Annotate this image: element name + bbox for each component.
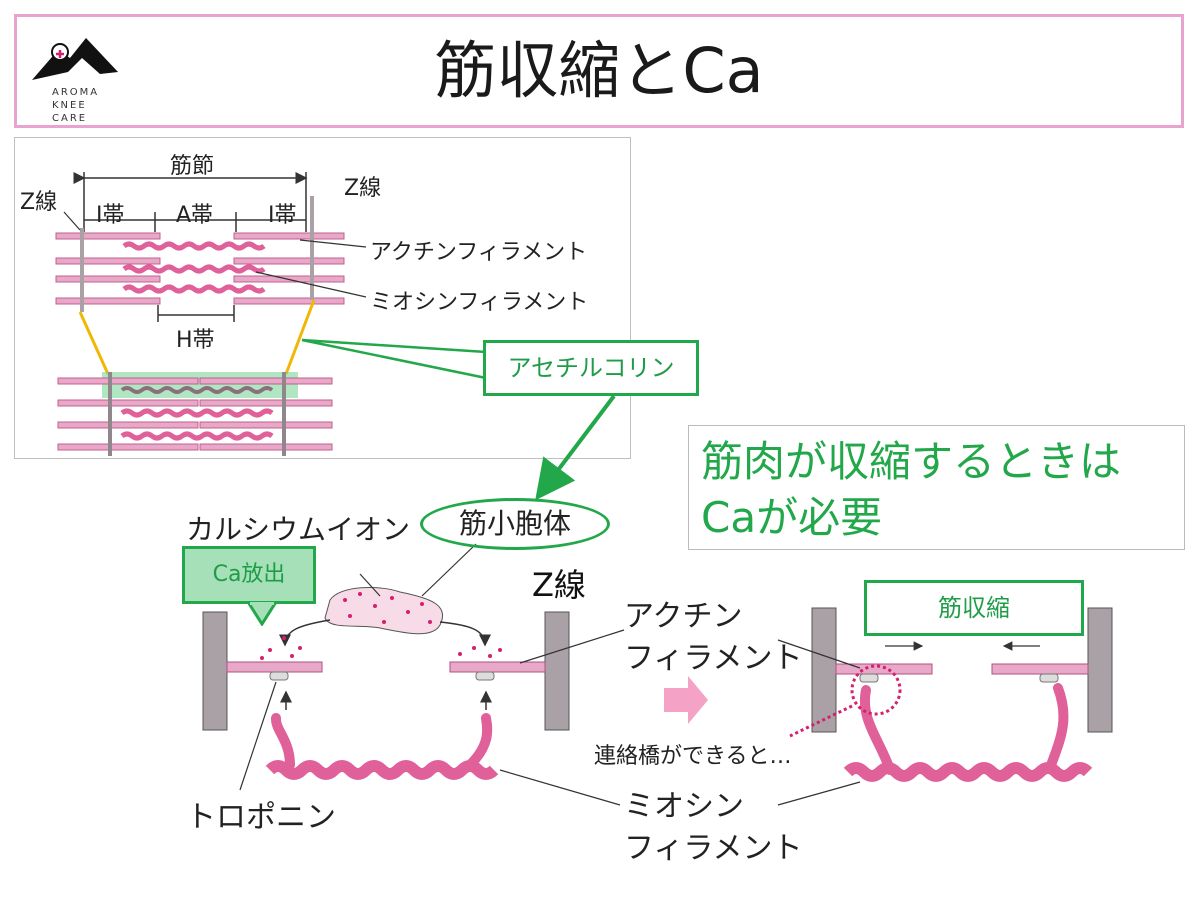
acetylcholine-box: アセチルコリン [483,340,699,396]
ca-release-pointer [248,602,278,626]
myosin-label: ミオシン フィラメント [624,786,803,870]
z-line-left-label: Z線 [20,190,58,215]
z-line-right-label: Z線 [344,176,382,201]
sarcomere-label: 筋節 [170,154,215,179]
actin-label: アクチン フィラメント [624,596,803,680]
relaxed-sarcomere [55,196,367,312]
logo-mountain-icon [32,38,118,80]
actin-line-2: フィラメント [624,641,803,676]
myosin-filament-label: ミオシンフィラメント [370,290,589,315]
troponin-label: トロポニン [186,800,336,835]
contraction-box: 筋収縮 [864,580,1084,636]
logo-line-2: KNEE [52,100,87,111]
cross-bridge-label: 連絡橋ができると… [594,744,792,769]
calcium-dots [260,592,502,660]
logo-line-3: CARE [52,113,88,124]
a-band-label: A帯 [176,203,214,228]
note-box: 筋肉が収縮するときは Caが必要 [688,425,1185,550]
sarcomere-dimension [73,172,308,322]
i-band-right-label: I帯 [268,203,297,228]
contraction-label: 筋収縮 [938,594,1010,622]
ca-release-box: Ca放出 [182,546,316,604]
h-band-label: H帯 [176,328,215,353]
arrow-right-icon [664,676,708,724]
note-line-1: 筋肉が収縮するときは [701,437,1122,486]
actin-line-1: アクチン [624,599,743,634]
contracted-mechanism [777,607,1113,806]
relaxed-mechanism [202,543,625,806]
note-text: 筋肉が収縮するときは Caが必要 [701,434,1121,546]
logo-line-1: AROMA [52,87,100,98]
sarcomere-panel [14,137,631,459]
myosin-line-1: ミオシン [624,789,744,824]
z-line-label: Z線 [532,566,586,604]
note-line-2: Caが必要 [701,493,883,542]
contracted-sarcomere [57,372,333,456]
logo-text: AROMA KNEE CARE [52,86,99,125]
i-band-left-label: I帯 [96,203,125,228]
myosin-line-2: フィラメント [624,831,803,866]
calcium-ion-label: カルシウムイオン [186,513,411,546]
acetylcholine-label: アセチルコリン [507,354,675,382]
actin-filament-label: アクチンフィラメント [370,240,588,265]
title-box: 筋収縮とCa [14,14,1184,128]
slide-title: 筋収縮とCa [434,34,764,107]
sarcoplasmic-reticulum-label: 筋小胞体 [420,498,610,550]
